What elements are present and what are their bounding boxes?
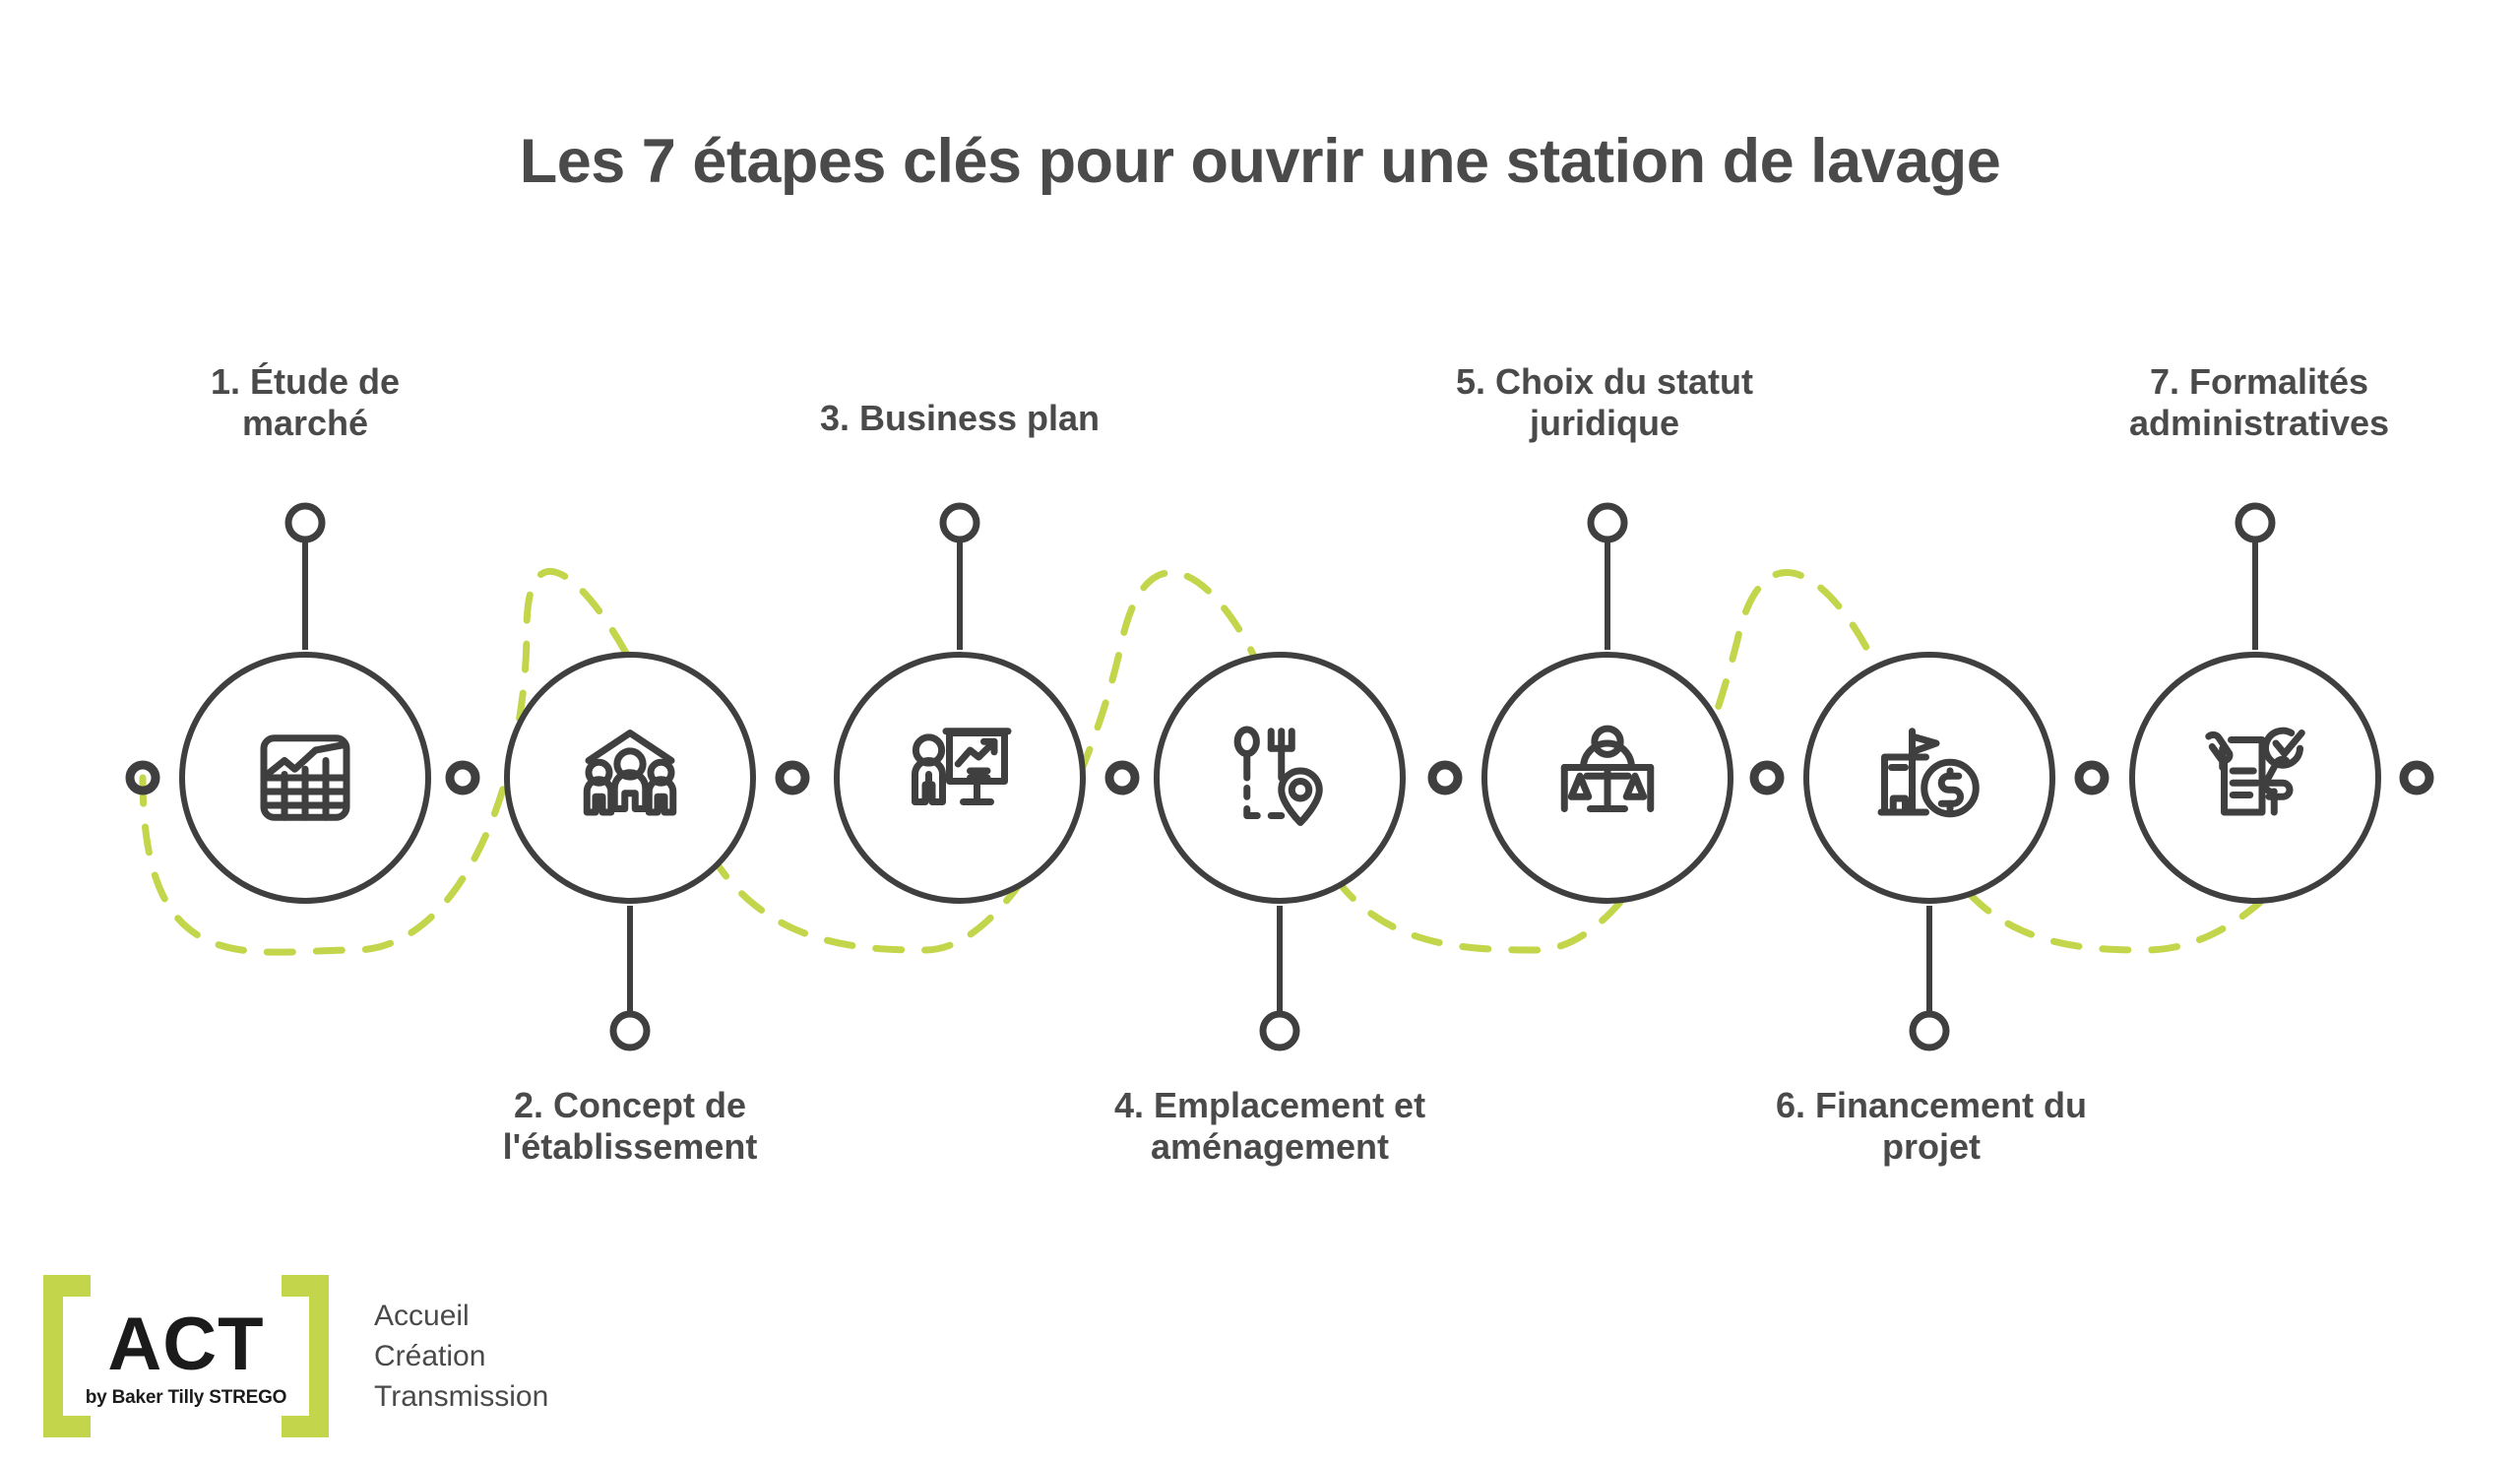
step-label-6-line1: 6. Financement du (1775, 1085, 2088, 1125)
node-ring-step-6 (1909, 1010, 1950, 1051)
brand-logo[interactable]: ACT by Baker Tilly STREGO Accueil Créati… (43, 1275, 548, 1437)
step-circle-4[interactable] (1154, 652, 1406, 904)
buildings-dollar-coin-icon (1874, 723, 1984, 833)
step-label-6: 6. Financement du projet (1725, 1085, 2138, 1168)
link-ring-6 (2074, 760, 2110, 795)
step-label-2-line1: 2. Concept de (513, 1085, 747, 1125)
node-ring-step-7 (2235, 502, 2276, 543)
logo-byline: by Baker Tilly STREGO (85, 1386, 287, 1408)
step-circle-6[interactable] (1803, 652, 2055, 904)
node-ring-step-3 (939, 502, 980, 543)
presentation-growth-icon (905, 723, 1015, 833)
logo-tagline-line2: Création (374, 1339, 486, 1372)
logo-mark: ACT by Baker Tilly STREGO (43, 1275, 329, 1437)
step-circle-1[interactable] (179, 652, 431, 904)
step-label-3-line1: 3. Business plan (819, 398, 1101, 438)
link-ring-7 (2399, 760, 2434, 795)
cutlery-location-pin-icon (1225, 723, 1335, 833)
step-label-6-line2: projet (1881, 1126, 1981, 1168)
step-label-2-line2: l'établissement (502, 1126, 758, 1168)
link-ring-4 (1427, 760, 1463, 795)
step-label-1-line1: 1. Étude de (210, 361, 401, 402)
step-label-5: 5. Choix du statut juridique (1398, 361, 1811, 444)
people-under-roof-icon (575, 723, 685, 833)
link-ring-1 (445, 760, 480, 795)
step-label-7: 7. Formalités administratives (2052, 361, 2466, 444)
link-ring-5 (1749, 760, 1785, 795)
step-label-5-line1: 5. Choix du statut (1455, 361, 1753, 402)
bracket-right-icon (282, 1275, 329, 1437)
step-label-1: 1. Étude de marché (98, 361, 512, 444)
link-ring-2 (775, 760, 810, 795)
bracket-left-icon (43, 1275, 91, 1437)
node-ring-step-5 (1587, 502, 1628, 543)
logo-tagline-line3: Transmission (374, 1379, 549, 1413)
node-ring-step-2 (609, 1010, 651, 1051)
step-label-1-line2: marché (241, 403, 369, 444)
hands-document-check-icon (2200, 723, 2310, 833)
step-label-3: 3. Business plan (753, 398, 1166, 439)
step-label-4: 4. Emplacement et aménagement (1063, 1085, 1477, 1168)
step-circle-7[interactable] (2129, 652, 2381, 904)
logo-tagline: Accueil Création Transmission (374, 1297, 548, 1417)
node-ring-step-4 (1259, 1010, 1300, 1051)
step-label-4-line1: 4. Emplacement et (1113, 1085, 1426, 1125)
node-ring-step-1 (284, 502, 326, 543)
page-title: Les 7 étapes clés pour ouvrir une statio… (519, 127, 2001, 196)
step-label-2: 2. Concept de l'établissement (423, 1085, 837, 1168)
step-circle-3[interactable] (834, 652, 1086, 904)
logo-name: ACT (107, 1303, 265, 1387)
step-circle-2[interactable] (504, 652, 756, 904)
logo-tagline-line1: Accueil (374, 1300, 470, 1332)
step-label-7-line2: administratives (2128, 403, 2390, 444)
step-label-7-line1: 7. Formalités (2149, 361, 2369, 402)
market-research-chart-icon (250, 723, 360, 833)
link-ring-3 (1104, 760, 1140, 795)
step-label-4-line2: aménagement (1150, 1126, 1390, 1168)
justice-scales-person-icon (1552, 723, 1663, 833)
step-label-5-line2: juridique (1530, 403, 1679, 444)
step-circle-5[interactable] (1481, 652, 1733, 904)
link-ring-0 (125, 760, 160, 795)
